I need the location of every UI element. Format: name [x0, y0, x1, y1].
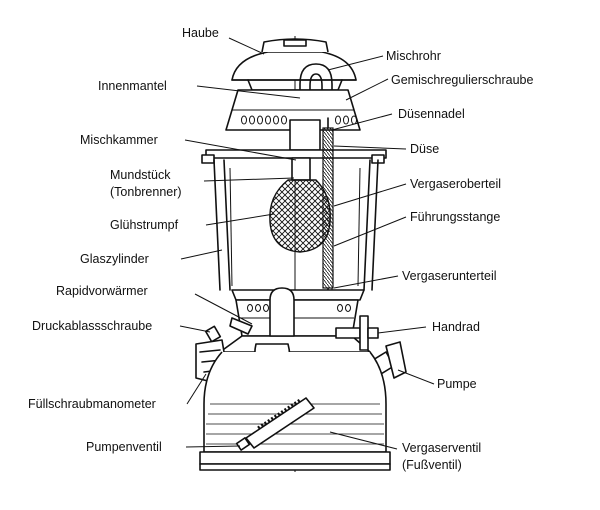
inner-mantle — [225, 89, 361, 131]
label-druckablassschraube: Druckablassschraube — [32, 319, 152, 333]
label-duesennadel: Düsennadel — [398, 107, 465, 121]
label-handrad: Handrad — [432, 320, 480, 334]
handwheel — [335, 315, 379, 351]
leader-lines — [179, 37, 435, 450]
label-innenmantel: Innenmantel — [98, 79, 167, 93]
label-glaszylinder: Glaszylinder — [80, 252, 149, 266]
mixing-chamber — [201, 119, 387, 181]
label-vergaseroberteil: Vergaseroberteil — [410, 177, 501, 191]
label-mundstueck-sub: (Tonbrenner) — [110, 185, 182, 199]
label-gluehstrumpf: Glühstrumpf — [110, 218, 179, 232]
pressure-release-screw — [204, 325, 222, 343]
label-vergaserventil-sub: (Fußventil) — [402, 458, 462, 472]
label-vergaserventil: Vergaserventil — [402, 441, 481, 455]
glass-cylinder — [213, 159, 379, 291]
label-haube: Haube — [182, 26, 219, 40]
mantle — [269, 179, 331, 253]
label-mundstueck: Mundstück — [110, 168, 171, 182]
label-fuehrungsstange: Führungsstange — [410, 210, 500, 224]
label-pumpe: Pumpe — [437, 377, 477, 391]
label-mischkammer: Mischkammer — [80, 133, 158, 147]
label-pumpenventil: Pumpenventil — [86, 440, 162, 454]
pump-cylinder — [235, 397, 315, 451]
labels: Haube Mischrohr Gemischregulierschraube … — [28, 26, 533, 472]
label-rapidvorwaermer: Rapidvorwärmer — [56, 284, 148, 298]
label-gemischregulierschraube: Gemischregulierschraube — [391, 73, 533, 87]
gallery-base — [219, 289, 371, 353]
label-fuellschraubmanometer: Füllschraubmanometer — [28, 397, 156, 411]
label-duese: Düse — [410, 142, 439, 156]
hood — [231, 38, 357, 91]
label-vergaserunterteil: Vergaserunterteil — [402, 269, 497, 283]
label-mischrohr: Mischrohr — [386, 49, 441, 63]
